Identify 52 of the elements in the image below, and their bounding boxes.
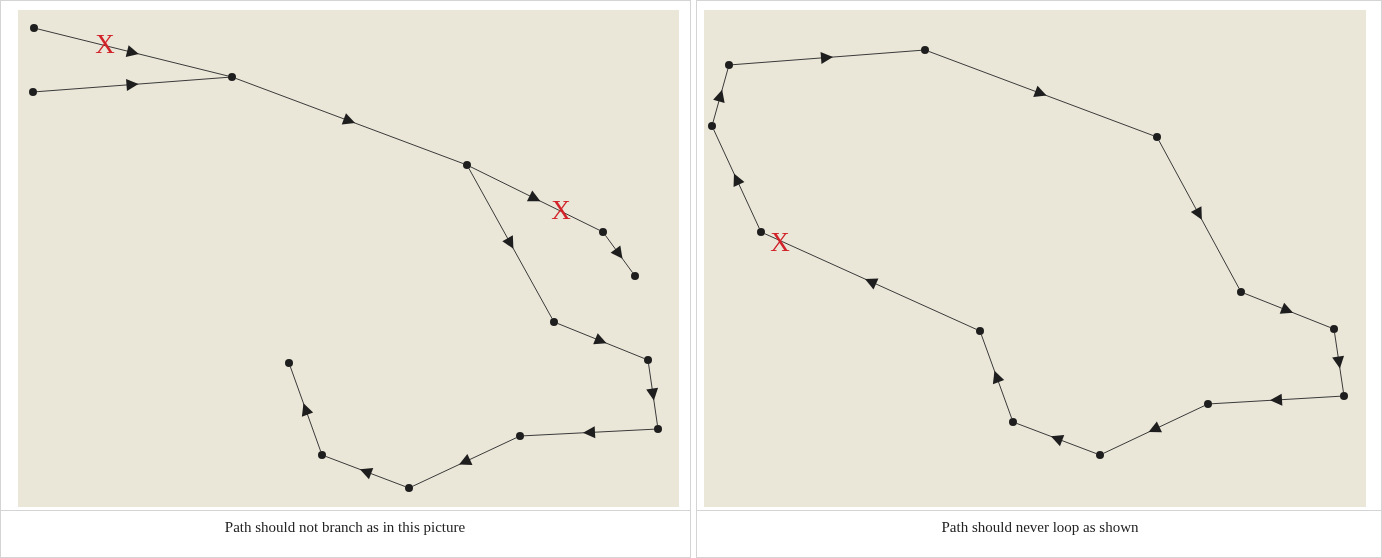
path-point <box>631 272 639 280</box>
arrow <box>470 166 600 231</box>
path-point <box>1204 400 1212 408</box>
path-point <box>708 122 716 130</box>
arrow <box>713 129 760 229</box>
path-point <box>921 46 929 54</box>
path-point <box>644 356 652 364</box>
path-point <box>757 228 765 236</box>
path-point <box>725 61 733 69</box>
arrow <box>604 234 634 274</box>
arrow <box>1244 293 1331 328</box>
arrow <box>523 426 655 439</box>
caption: Path should not branch as in this picture <box>224 519 466 536</box>
path-point <box>1009 418 1017 426</box>
path-point <box>654 425 662 433</box>
path-point <box>1153 133 1161 141</box>
path-point <box>1096 451 1104 459</box>
arrow <box>1016 422 1097 455</box>
arrow <box>732 49 922 66</box>
arrow <box>764 233 977 330</box>
arrow <box>646 363 659 426</box>
path-point <box>550 318 558 326</box>
arrow <box>36 76 229 93</box>
path-point <box>599 228 607 236</box>
path-point <box>1340 392 1348 400</box>
arrow <box>289 366 322 452</box>
path-point <box>516 432 524 440</box>
arrow <box>1103 405 1205 454</box>
cross-mark: X <box>551 196 571 224</box>
arrow <box>980 334 1013 419</box>
path-point <box>29 88 37 96</box>
arrow <box>1211 393 1341 406</box>
path-point <box>1330 325 1338 333</box>
path-point <box>1237 288 1245 296</box>
caption: Path should never loop as shown <box>941 519 1139 536</box>
path-point <box>318 451 326 459</box>
arrow <box>557 323 645 359</box>
path-point <box>30 24 38 32</box>
path-point <box>405 484 413 492</box>
arrow <box>325 455 406 488</box>
path-point <box>285 359 293 367</box>
arrow <box>235 77 464 165</box>
arrow <box>928 50 1154 137</box>
path-point <box>463 161 471 169</box>
arrow <box>468 168 553 319</box>
path-point <box>228 73 236 81</box>
arrow <box>712 68 729 123</box>
path-point <box>976 327 984 335</box>
arrow <box>37 28 229 77</box>
arrow <box>1158 140 1240 289</box>
arrow <box>412 437 517 487</box>
arrow <box>1332 332 1345 393</box>
